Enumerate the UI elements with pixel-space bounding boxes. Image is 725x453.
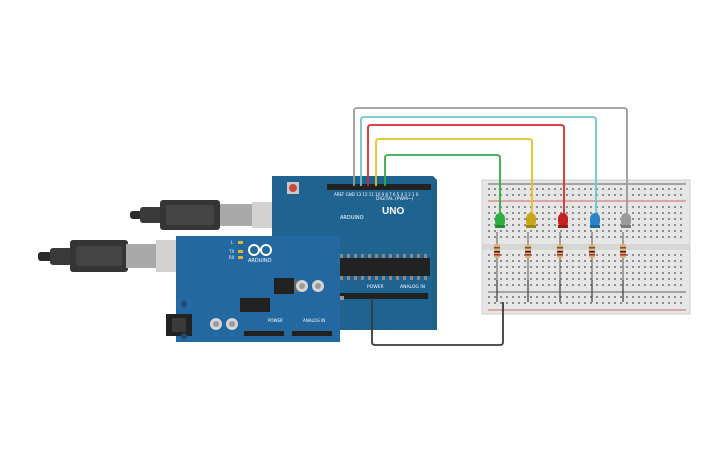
led-yellow[interactable] [526, 213, 536, 228]
signal-wires [353, 107, 628, 346]
board-front-brand: ARDUINO [248, 258, 272, 264]
led-blue[interactable] [590, 213, 600, 228]
led-label-rx: RX [229, 255, 235, 260]
usb-cable-back[interactable] [130, 200, 280, 230]
resistor-row [494, 232, 626, 302]
digital-header-label: DIGITAL (PWM~) [376, 196, 414, 202]
power-label-back: POWER [367, 284, 384, 290]
ground-jumpers [496, 280, 624, 302]
board-back-model: UNO [382, 206, 404, 217]
led-label-l: L [231, 240, 234, 245]
wire-yellow[interactable] [375, 138, 533, 216]
wire-cyan[interactable] [360, 116, 597, 216]
breadboard[interactable] [481, 179, 691, 315]
led-white[interactable] [621, 213, 631, 228]
led-row [495, 213, 631, 228]
analog-label-front: ANALOG IN [303, 318, 325, 323]
svg-text:AREF GND 13 12 11 10 9 8 7 6 5: AREF GND 13 12 11 10 9 8 7 6 5 4 3 2 1 0 [334, 192, 419, 197]
led-label-tx: TX [228, 249, 234, 254]
board-back-brand: ARDUINO [340, 215, 364, 221]
arduino-board-front[interactable]: ARDUINO L TX RX POWER ANALOG IN [166, 236, 340, 342]
power-label-front: POWER [268, 318, 283, 323]
analog-label-back: ANALOG IN [400, 284, 425, 290]
led-red[interactable] [558, 213, 568, 228]
wire-ground[interactable] [371, 298, 504, 346]
wire-gray[interactable] [353, 107, 628, 216]
wire-red[interactable] [367, 124, 565, 216]
wire-green[interactable] [384, 154, 501, 216]
usb-cable-front[interactable] [38, 240, 196, 272]
led-green[interactable] [495, 213, 505, 228]
